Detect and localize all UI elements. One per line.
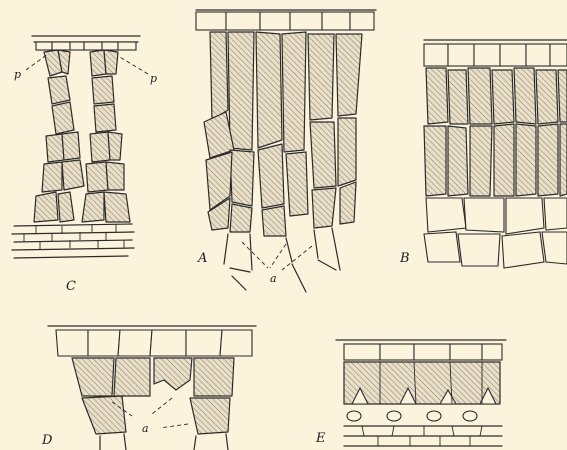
- figure-e-epidermis: [344, 344, 502, 360]
- figure-b-palisade-upper: [426, 68, 567, 124]
- figure-e-lower-cells: [344, 426, 502, 446]
- figure-a: a A: [196, 10, 376, 292]
- figure-b-label: B: [399, 251, 410, 266]
- figure-c-label-p-right: p: [150, 72, 157, 85]
- figure-a-lower-cells: [224, 228, 340, 292]
- figure-c-pointer-left: [26, 54, 48, 70]
- figure-d-label-a: a: [142, 422, 149, 435]
- figure-b: B: [399, 40, 567, 268]
- figure-e-palisade: [344, 362, 500, 404]
- figure-d-epidermis: [56, 330, 252, 356]
- figure-c-label-p-left: p: [14, 68, 21, 81]
- figure-d-lower-walls: [100, 434, 228, 450]
- figure-b-palisade-lower: [424, 124, 567, 196]
- figure-c-pointer-right: [118, 56, 148, 74]
- figure-c-right-column: [82, 50, 130, 222]
- figure-c-label: C: [66, 279, 76, 294]
- figure-a-label: A: [197, 251, 207, 266]
- figure-c-epidermis: [36, 42, 136, 50]
- figure-c-left-column: [34, 50, 84, 222]
- figure-e: E: [315, 340, 506, 446]
- figure-c: p p C: [12, 36, 157, 294]
- figure-d: a D: [41, 326, 256, 450]
- figure-a-pointers: [242, 242, 312, 270]
- figure-b-spongy: [424, 198, 567, 268]
- figure-a-palisade: [204, 32, 362, 236]
- figure-b-epidermis: [424, 44, 567, 66]
- figure-a-label-a: a: [270, 272, 277, 285]
- figure-c-lower-tissue: [12, 224, 134, 258]
- figure-a-epidermis: [196, 12, 374, 30]
- figure-d-palisade: [72, 358, 234, 434]
- figure-e-air-spaces: [347, 411, 477, 421]
- figure-d-label: D: [41, 433, 53, 448]
- figure-e-label: E: [315, 431, 326, 446]
